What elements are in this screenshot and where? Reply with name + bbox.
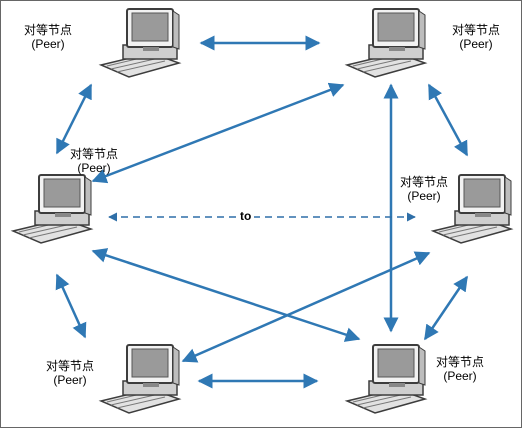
- node-label-en: (Peer): [53, 373, 87, 387]
- desktop-computer-icon: [344, 8, 428, 78]
- node-label-en: (Peer): [443, 369, 477, 383]
- peer-computer-mid-left: [5, 171, 101, 251]
- desktop-computer-icon: [10, 174, 94, 244]
- link-top-right-to-mid-right: [427, 83, 469, 157]
- node-label-cn: 对等节点: [451, 23, 500, 37]
- link-mid-right-to-bottom-left: [181, 251, 431, 363]
- link-mid-left-to-bottom-left: [55, 273, 87, 339]
- node-label-en: (Peer): [459, 37, 493, 51]
- desktop-computer-icon: [98, 8, 182, 78]
- node-label-cn: 对等节点: [45, 359, 94, 373]
- dashed-link-label: to: [237, 209, 255, 223]
- peer-computer-top-right: [339, 5, 435, 85]
- node-label-bottom-right: 对等节点 (Peer): [415, 355, 505, 383]
- peer-computer-mid-right: [425, 171, 521, 251]
- link-mid-right-to-bottom-right: [423, 275, 469, 341]
- node-label-top-right: 对等节点 (Peer): [431, 23, 521, 51]
- node-label-cn: 对等节点: [69, 147, 118, 161]
- node-label-mid-right: 对等节点 (Peer): [379, 175, 469, 203]
- peer-computer-top-left: [93, 5, 189, 85]
- node-label-en: (Peer): [31, 37, 65, 51]
- node-label-mid-left: 对等节点 (Peer): [49, 147, 139, 175]
- node-label-cn: 对等节点: [435, 355, 484, 369]
- link-mid-left-to-bottom-right: [91, 248, 361, 342]
- node-label-cn: 对等节点: [399, 175, 448, 189]
- node-label-bottom-left: 对等节点 (Peer): [25, 359, 115, 387]
- link-top-left-to-mid-left: [55, 83, 93, 155]
- desktop-computer-icon: [98, 344, 182, 414]
- desktop-computer-icon: [344, 344, 428, 414]
- peer-computer-bottom-left: [93, 341, 189, 421]
- node-label-cn: 对等节点: [23, 23, 72, 37]
- node-label-en: (Peer): [77, 161, 111, 175]
- node-label-top-left: 对等节点 (Peer): [3, 23, 93, 51]
- link-mid-left-to-top-right: [91, 82, 345, 184]
- peer-computer-bottom-right: [339, 341, 435, 421]
- desktop-computer-icon: [430, 174, 514, 244]
- node-label-en: (Peer): [407, 189, 441, 203]
